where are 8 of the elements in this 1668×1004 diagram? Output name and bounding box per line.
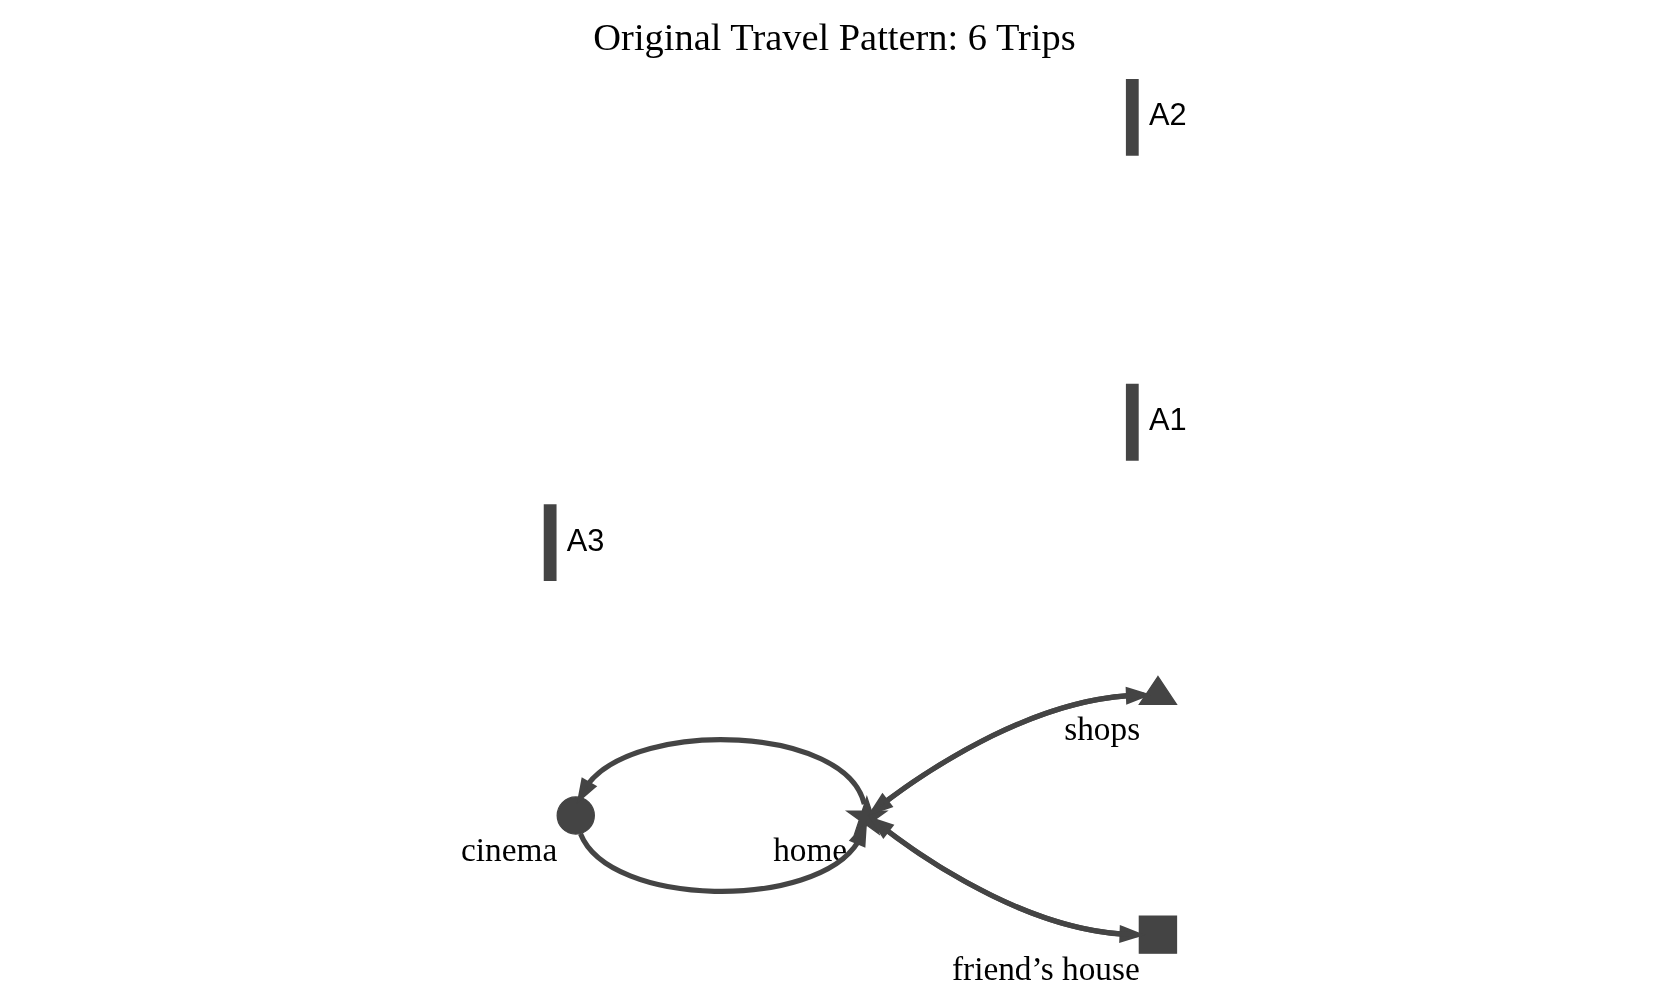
node-label: friend’s house	[951, 949, 1140, 987]
label: A3	[566, 522, 604, 558]
label: A2	[1148, 97, 1187, 133]
label: A1	[1148, 402, 1187, 438]
node-label: shops	[1063, 710, 1140, 748]
diagram-title: Original Travel Pattern: 6 Trips	[592, 15, 1076, 58]
node-label: home	[772, 830, 847, 868]
node-label: cinema	[460, 830, 557, 868]
